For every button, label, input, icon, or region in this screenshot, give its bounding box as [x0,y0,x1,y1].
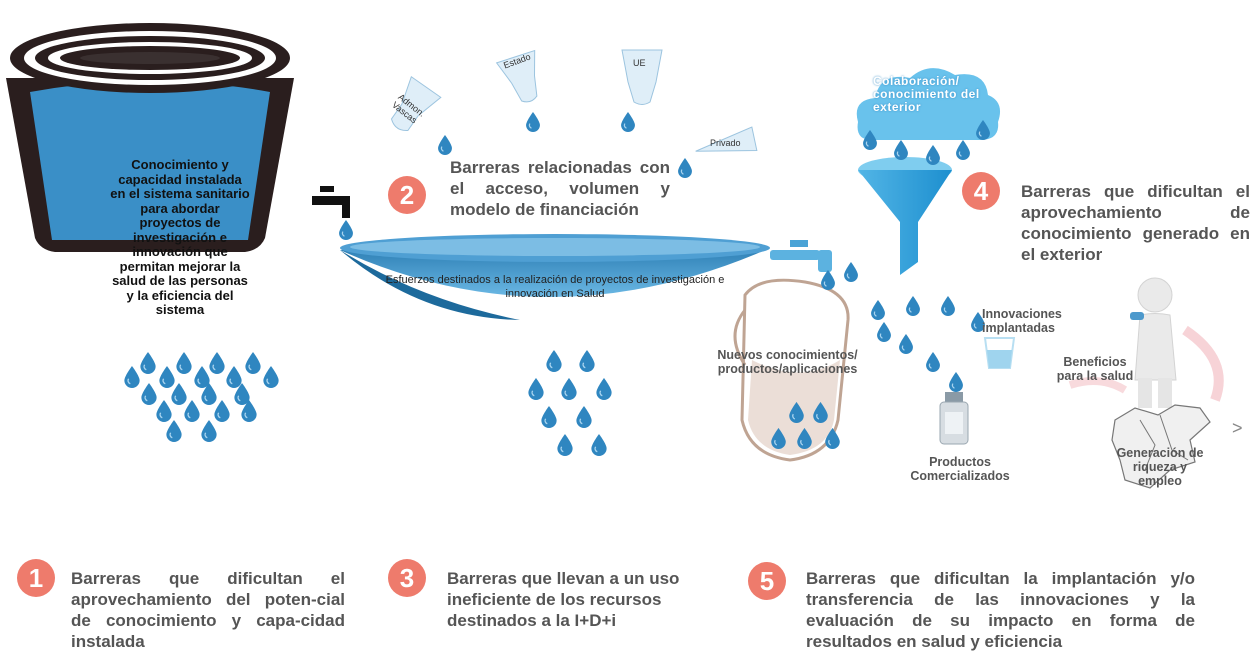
badge-5: 5 [748,562,786,600]
flask-ue-icon [621,49,663,105]
funnel-icon [858,157,952,275]
jug-label: Nuevos conocimientos/ productos/aplicaci… [717,348,858,376]
water-glass-icon [983,337,1016,369]
flask-privado-icon [695,126,758,152]
bowl [340,234,770,320]
cloud-icon [856,68,1001,140]
badge-2: 2 [388,176,426,214]
badge-3: 3 [388,559,426,597]
badge-1: 1 [17,559,55,597]
person-figure-icon [1130,277,1177,408]
barrier-5-text: Barreras que dificultan la implantación … [806,569,1195,651]
bucket [6,23,294,252]
flask-ue-label: UE [633,58,646,68]
flask-privado-label: Privado [710,138,741,148]
next-arrow-icon[interactable]: > [1232,418,1243,438]
drops-bowl [527,350,613,456]
right-tap-icon [770,240,832,272]
cloud-label: Colaboración/ conocimiento del exterior [873,74,980,114]
badge-4: 4 [962,172,1000,210]
flask-admon-icon [390,75,442,131]
output-generacion: Generación de riqueza y empleo [1116,446,1204,488]
arrow-pink [1182,325,1224,402]
output-beneficios: Beneficios para la salud [1056,355,1134,383]
barrier-3-text: Barreras que llevan a un uso ineficiente… [447,569,680,630]
barrier-2-text: Barreras relacionadas con el acceso, vol… [450,158,670,219]
left-tap-icon [312,186,350,218]
bucket-label: Conocimiento y capacidad instalada en el… [110,157,250,317]
output-productos: Productos Comercializados [910,455,1010,483]
bowl-label: Esfuerzos destinados a la realización de… [385,274,725,300]
flask-estado-icon [495,49,538,103]
barrier-1-text: Barreras que dificultan el aprovechamien… [71,569,345,651]
barrier-4-text: Barreras que dificultan el aprovechamien… [1021,182,1250,264]
drops-bucket [123,352,280,442]
output-innovaciones: Innovaciones implantadas [982,307,1062,335]
map-icon [1111,404,1211,489]
bottle-icon [939,392,969,445]
